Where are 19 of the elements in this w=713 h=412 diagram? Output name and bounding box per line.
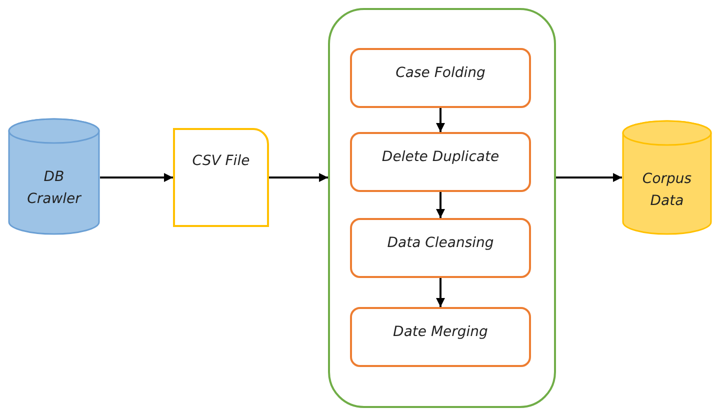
node-label: Data Cleansing [386,234,495,253]
arrow [556,173,622,182]
arrow [100,173,173,182]
arrow [436,192,445,218]
process-box [350,307,531,367]
node-label: Delete Duplicate [380,148,500,167]
node-label: Corpus Data [641,170,693,211]
node-label: Case Folding [394,64,486,83]
node-label: Date Merging [392,323,489,342]
container-box [328,8,556,408]
arrow [269,173,328,182]
arrow [436,278,445,307]
process-box [350,132,531,192]
arrow [436,108,445,132]
process-box [350,48,531,108]
node-label: DB Crawler [26,168,82,209]
document-box [173,128,269,227]
process-box [350,218,531,278]
node-label: CSV File [191,152,251,171]
